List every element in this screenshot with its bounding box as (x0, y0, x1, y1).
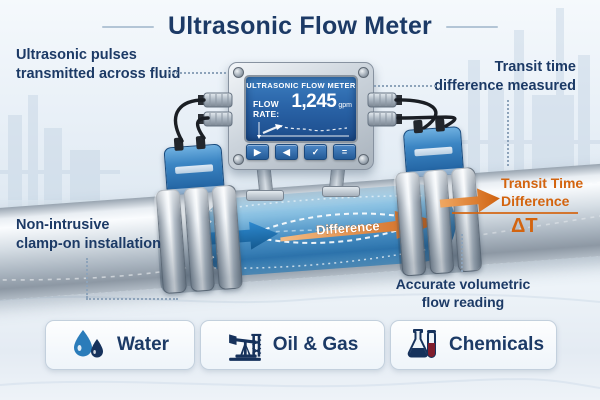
industry-label: Oil & Gas (272, 334, 359, 355)
transit-underline (452, 212, 578, 214)
screw-icon (233, 154, 244, 165)
cable-gland-icon (173, 137, 184, 151)
difference-arrow-label: Difference (316, 218, 381, 238)
flow-meter-unit: ULTRASONIC FLOW METER FLOW RATE: 1,245 g… (228, 62, 374, 170)
right-arrow-icon: ▶ (254, 146, 261, 157)
device-screen: ULTRASONIC FLOW METER FLOW RATE: 1,245 g… (244, 75, 358, 143)
page-title: Ultrasonic Flow Meter (168, 12, 432, 40)
pipe: Difference (0, 118, 600, 303)
cable-gland-icon (195, 135, 206, 150)
screw-icon (358, 67, 369, 78)
flow-rate-unit: gpm (338, 102, 352, 109)
cable-gland-icon (413, 119, 424, 134)
title-divider-right (445, 25, 498, 28)
annotation-ultrasonic-pulses: Ultrasonic pulses transmitted across flu… (16, 47, 181, 82)
left-clamp (153, 184, 243, 295)
device-button-row: ▶ ◀ ✓ = (246, 144, 356, 160)
transit-time-arrow (439, 188, 500, 213)
bracket-foot (322, 186, 360, 197)
leader-line (86, 298, 178, 300)
leader-line (86, 258, 88, 298)
leader-line (507, 100, 509, 166)
annotation-transit-measured: Transit time difference measured (434, 59, 576, 94)
menu-icon: = (341, 146, 348, 157)
delta-t-symbol: ΔT (511, 215, 538, 237)
check-icon: ✓ (311, 146, 320, 157)
flow-rate-label: FLOW RATE: (253, 99, 280, 119)
industry-card-oil-gas: Oil & Gas (200, 320, 385, 370)
title-divider-left (102, 25, 155, 28)
leader-line (461, 234, 463, 272)
transducer-nameplate (414, 146, 453, 157)
flow-trend-chart (257, 122, 349, 139)
leader-line (374, 85, 436, 87)
industry-card-water: Water (45, 320, 195, 370)
annotation-non-intrusive: Non-intrusive clamp-on installation (16, 217, 162, 252)
cable-gland-icon (435, 118, 446, 132)
right-clamp (392, 167, 483, 277)
device-button-confirm: ✓ (304, 144, 327, 160)
flow-rate-value: 1,245 (291, 91, 337, 112)
industry-card-chemicals: Chemicals (390, 320, 557, 370)
screw-icon (358, 154, 369, 165)
water-drops-icon (73, 330, 103, 358)
flask-test-tube-icon (407, 329, 436, 358)
annotation-accurate-reading: Accurate volumetric flow reading (395, 276, 531, 310)
left-arrow-icon: ◀ (283, 146, 290, 157)
pumpjack-icon (228, 333, 262, 361)
bracket-foot (246, 190, 284, 201)
title-row: Ultrasonic Flow Meter (0, 12, 600, 41)
device-button-next: ▶ (246, 144, 269, 160)
screw-icon (233, 67, 244, 78)
industry-label: Chemicals (448, 334, 545, 355)
transducer-nameplate (174, 164, 214, 174)
industry-label: Water (116, 334, 170, 355)
device-screen-title: ULTRASONIC FLOW METER (246, 81, 356, 90)
device-button-back: ◀ (275, 144, 298, 160)
leader-line (168, 72, 226, 74)
device-button-menu: = (333, 144, 356, 160)
transit-difference-label: Transit Time Difference (501, 175, 584, 210)
